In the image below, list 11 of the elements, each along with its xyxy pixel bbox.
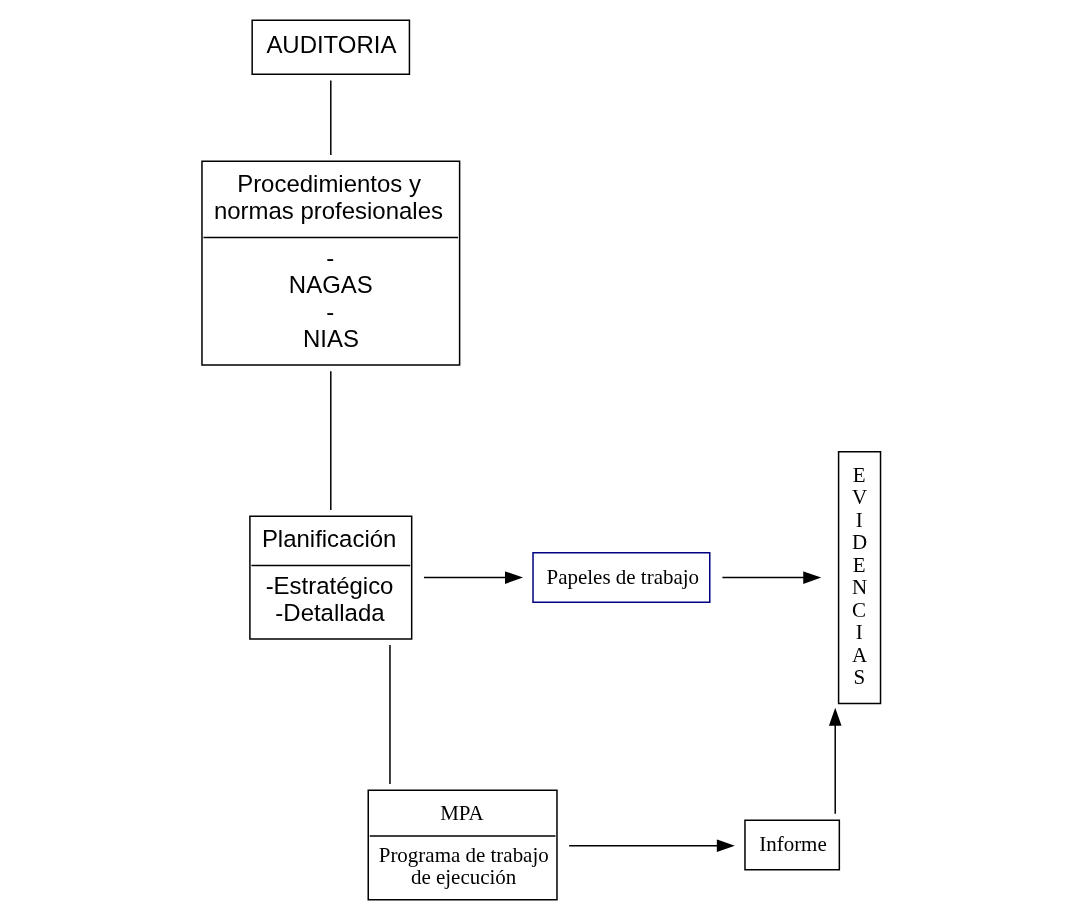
node-box: AUDITORIA [251, 19, 411, 76]
node-box: Papeles de trabajo [532, 552, 711, 604]
arrow [721, 571, 822, 584]
arrow [568, 839, 735, 852]
connector [330, 370, 332, 511]
arrow [828, 707, 842, 815]
node-box: E V I D E N C I A S [837, 451, 882, 705]
connector [330, 79, 332, 156]
connector [389, 644, 391, 785]
arrow [423, 571, 523, 584]
node-box: Informe [744, 819, 841, 871]
